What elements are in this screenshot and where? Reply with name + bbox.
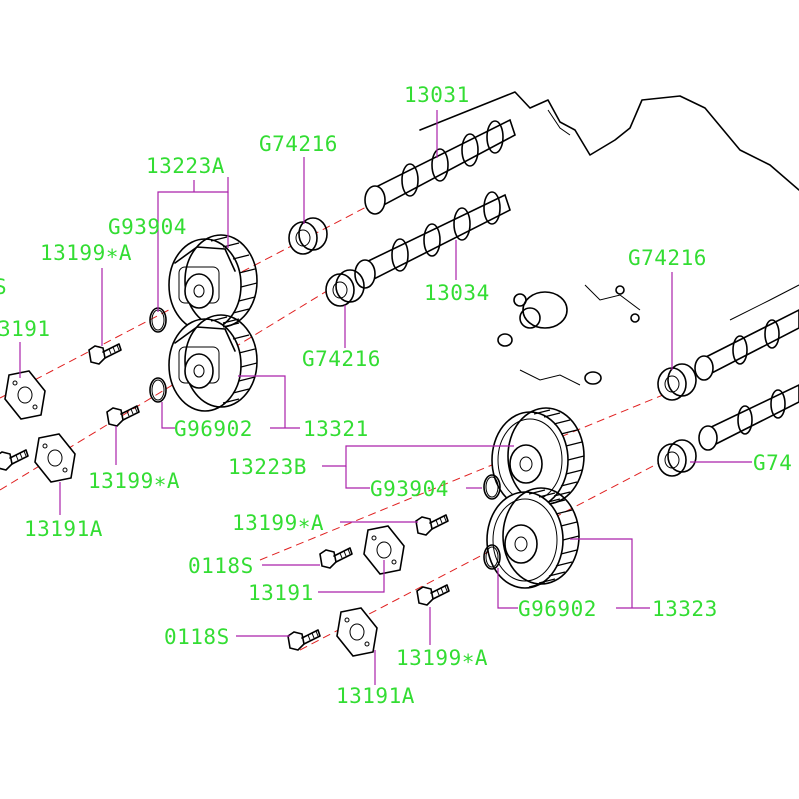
label-13323: 13323 — [652, 597, 718, 621]
label-0118S-1: 0118S — [188, 554, 254, 578]
label-13223A: 13223A — [146, 154, 225, 178]
camshaft-right-upper — [694, 309, 799, 381]
label-13034: 13034 — [424, 281, 490, 305]
label-13191A-left: 13191A — [24, 517, 103, 541]
label-13031: 13031 — [404, 83, 470, 107]
label-G74216-right: G74216 — [628, 246, 707, 270]
label-G74216-top: G74216 — [259, 132, 338, 156]
label-13191: 13191 — [248, 581, 314, 605]
label-13199A-1: 13199∗A — [40, 241, 132, 265]
label-13191A-bot: 13191A — [336, 684, 415, 708]
label-13199A-3: 13199∗A — [232, 511, 324, 535]
bolt-13199A-4 — [416, 584, 450, 606]
seal-G74216-right — [657, 363, 697, 401]
camshaft-13031 — [364, 118, 516, 215]
seal-G74216-edge — [657, 439, 697, 477]
small-parts-center — [497, 285, 640, 385]
oring-G96902-top — [149, 377, 167, 403]
plate-13191A-bot — [336, 607, 378, 657]
leader-lines — [19, 110, 752, 685]
label-G93904-bot: G93904 — [370, 477, 449, 501]
label-G93904-top: G93904 — [108, 215, 187, 239]
camshaft-right-lower — [698, 384, 799, 451]
plate-13191A-left — [34, 433, 76, 483]
label-0118S-2: 0118S — [164, 625, 230, 649]
bolt-left-edge — [0, 449, 29, 471]
label-S-edge: S — [0, 275, 7, 299]
label-13199A-4: 13199∗A — [396, 646, 488, 670]
bolt-13199A-1 — [88, 343, 122, 365]
bolt-0118S-1 — [319, 547, 353, 569]
bolt-13199A-3 — [415, 514, 449, 536]
sprocket-13321 — [168, 314, 258, 412]
label-G74216-mid: G74216 — [302, 347, 381, 371]
camshaft-13034 — [354, 191, 511, 289]
bolt-13199A-2 — [106, 405, 140, 427]
bolt-0118S-2 — [287, 629, 321, 651]
label-13223B: 13223B — [228, 455, 307, 479]
part-labels: 13031 13034 13223A G74216 G93904 13199∗A… — [0, 83, 792, 708]
sprocket-13323 — [486, 487, 580, 589]
label-13199A-2: 13199∗A — [88, 469, 180, 493]
label-G96902-top: G96902 — [174, 417, 253, 441]
sprocket-13223B — [491, 407, 585, 509]
label-G74-edge: G74 — [753, 451, 792, 475]
label-13321: 13321 — [303, 417, 369, 441]
oring-G93904-bot — [483, 474, 501, 500]
label-G96902-bot: G96902 — [518, 597, 597, 621]
seal-G74216-top — [288, 217, 328, 255]
label-13191-left: 3191 — [0, 317, 51, 341]
